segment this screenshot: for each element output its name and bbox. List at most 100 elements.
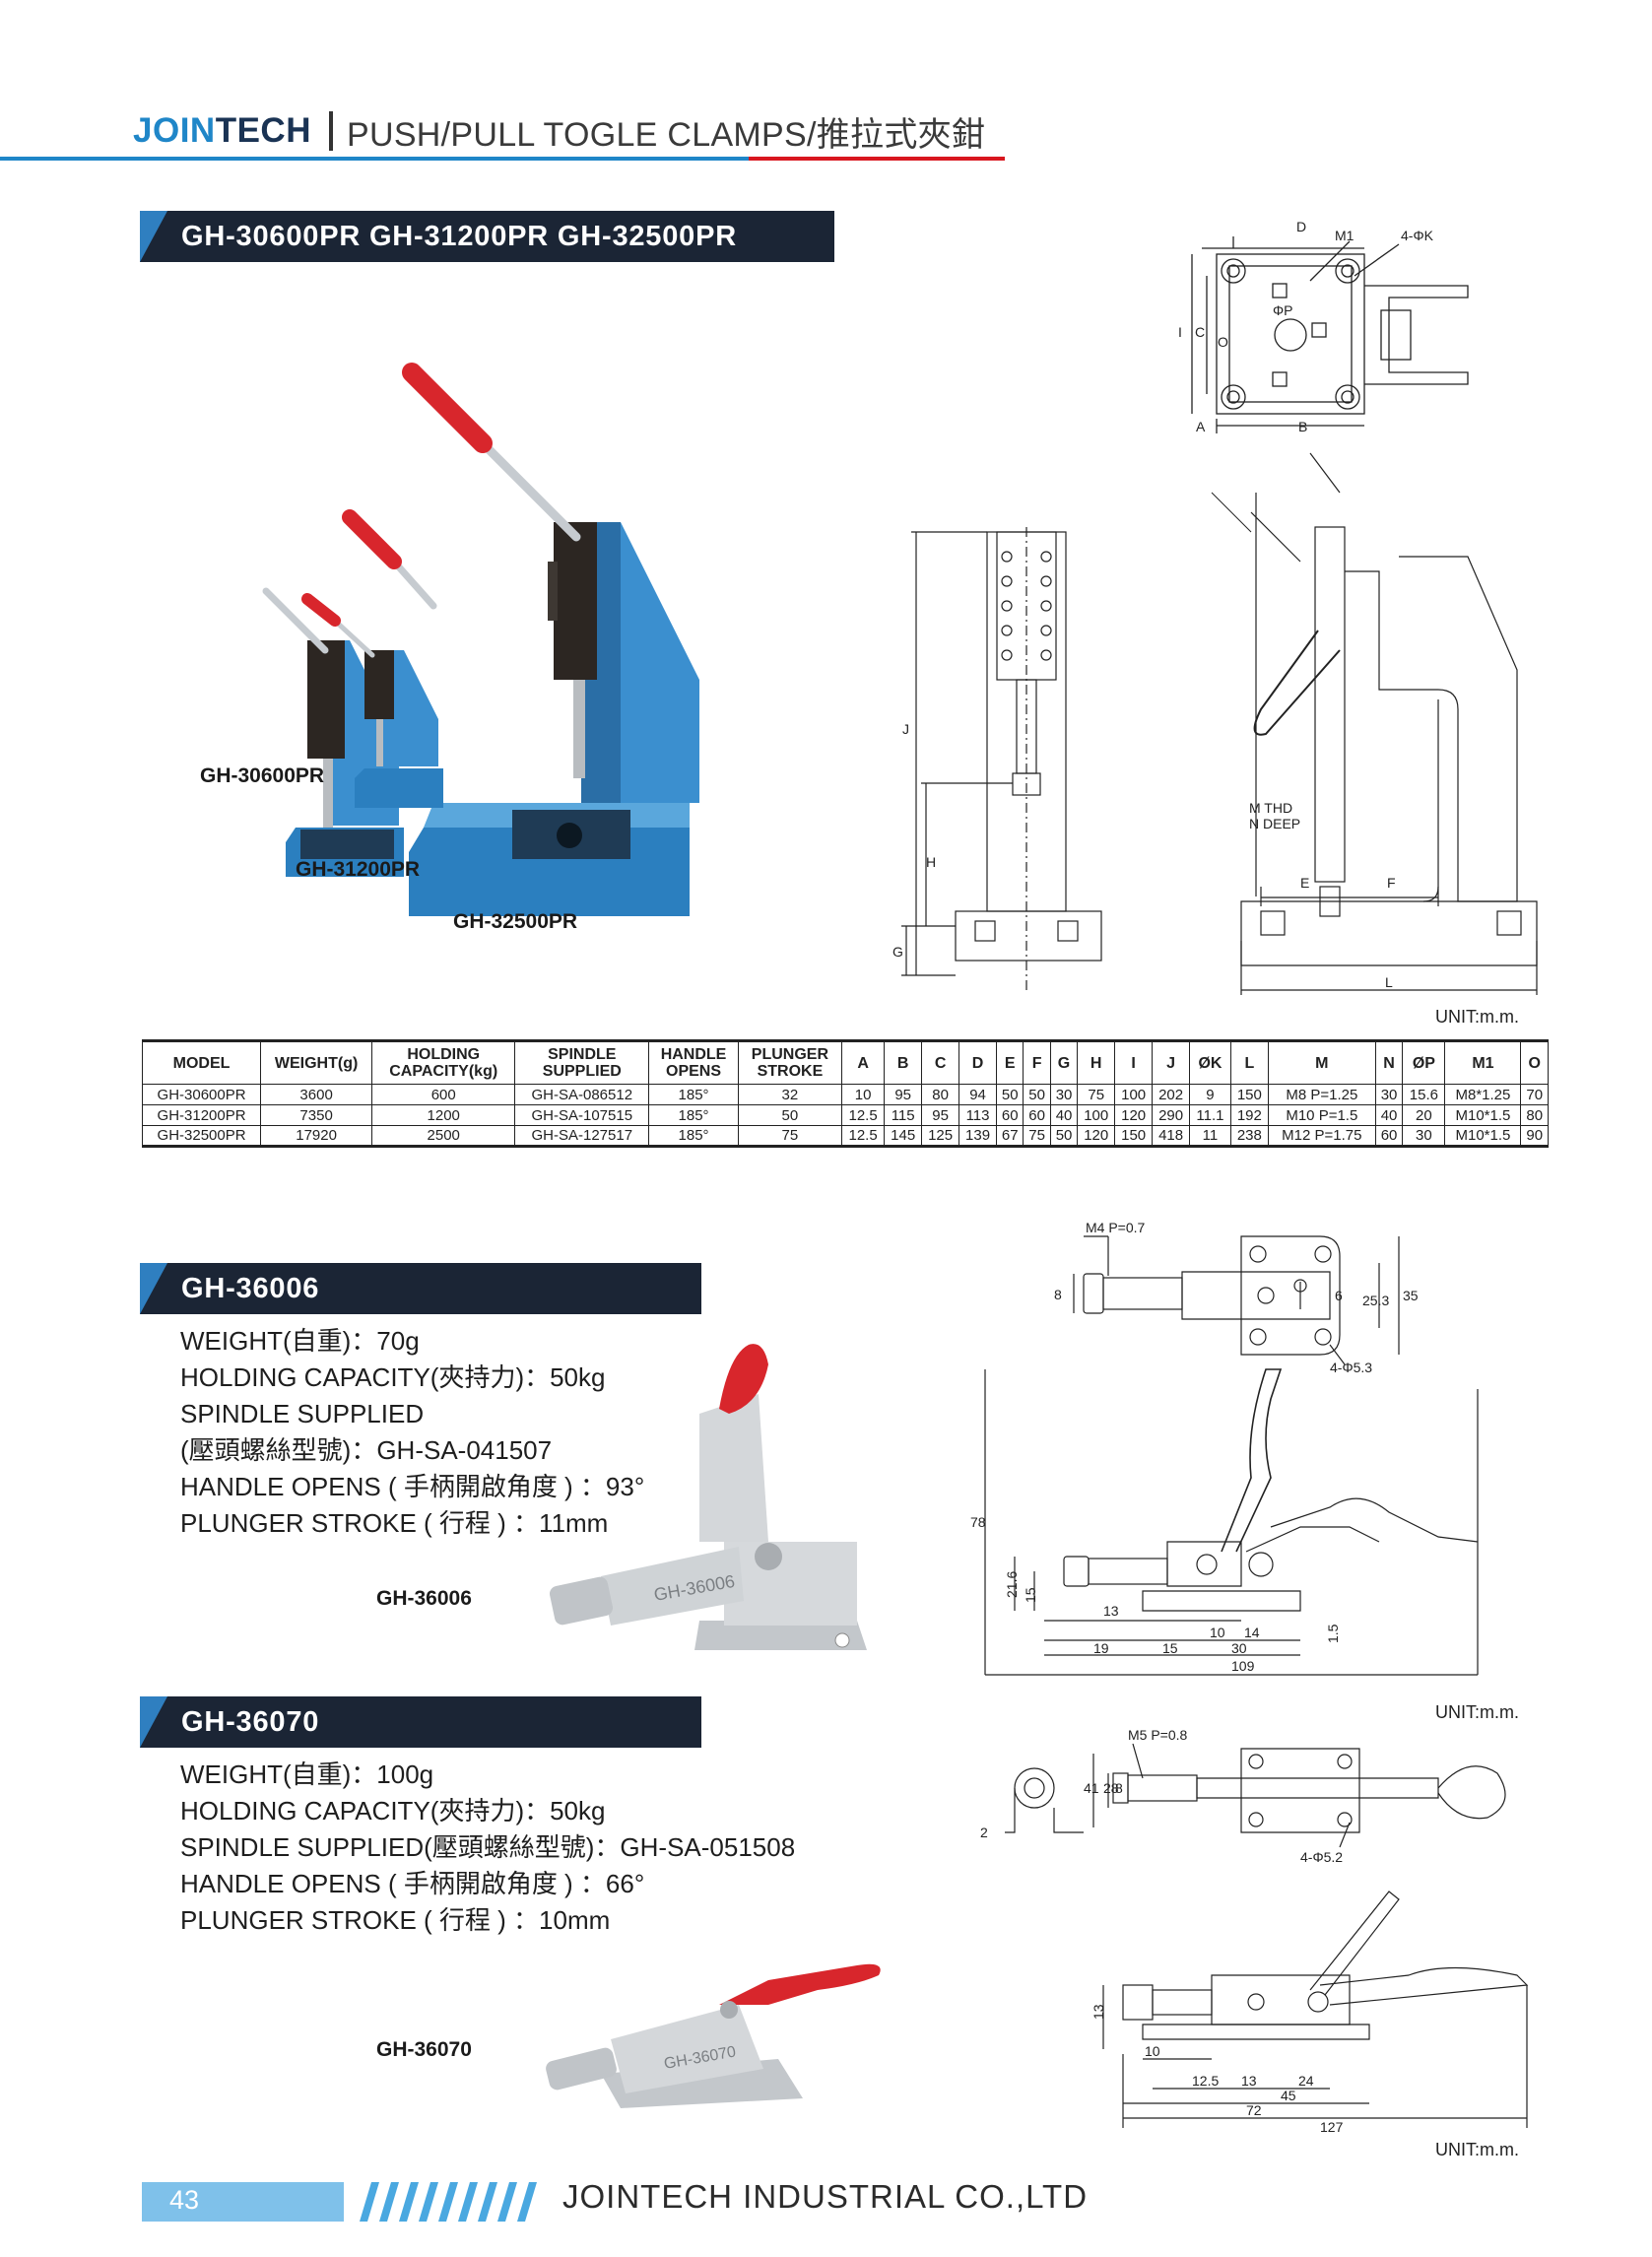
section-title-bar-3: GH-36070 [140,1696,701,1748]
table-cell: 100 [1114,1084,1154,1105]
table-header-cell: C [921,1040,960,1085]
dim-label-o: O [1218,334,1228,350]
table-header-cell: WEIGHT(g) [260,1040,373,1085]
dim-36006-35: 35 [1403,1288,1419,1303]
dim-36070-28: 28 [1103,1780,1119,1796]
unit-label-section3: UNIT:m.m. [1435,2140,1519,2159]
title-bar-accent [140,1696,167,1748]
dim-36070-2: 2 [980,1825,988,1840]
table-cell: 75 [1023,1125,1051,1148]
press-clamps-photo [227,363,699,916]
table-cell: 185° [648,1125,739,1148]
dim-36006-15a: 15 [1023,1587,1038,1603]
dim-label-m1: M1 [1335,228,1355,243]
dim-36006-25-3: 25.3 [1362,1293,1389,1308]
table-header-cell: I [1114,1040,1154,1085]
drawing-press-top-view: D M1 4-ΦK ΦP I C O A B [1178,219,1469,434]
table-cell: 185° [648,1084,739,1105]
table-cell: 192 [1229,1104,1269,1126]
table-cell: 50 [1023,1084,1051,1105]
table-cell: 3600 [260,1084,373,1105]
table-header-cell: PLUNGER STROKE [737,1040,842,1085]
table-cell: 90 [1520,1125,1549,1148]
table-header-cell: H [1077,1040,1116,1085]
drawing-press-side-view: J H G [892,527,1102,990]
dim-label-a: A [1196,419,1206,434]
table-header-cell: M [1267,1040,1376,1085]
dim-36006-holes: 4-Φ5.3 [1330,1360,1372,1375]
dim-label-k: 4-ΦK [1401,228,1434,243]
table-cell: 80 [921,1084,960,1105]
dim-36006-109: 109 [1231,1658,1255,1674]
spec-handle-opens: HANDLE OPENS ( 手柄開啟角度 ) ：93° [180,1472,645,1501]
table-cell: 95 [884,1084,923,1105]
spec-handle-opens: HANDLE OPENS ( 手柄開啟角度 ) ：66° [180,1869,645,1898]
drawing-36006-side: 78 21.6 15 13 1.5 10 14 19 15 30 109 [970,1368,1479,1676]
table-cell: M10 P=1.5 [1267,1104,1376,1126]
table-cell: GH-SA-127517 [514,1125,650,1148]
dim-36006-19: 19 [1093,1640,1109,1656]
dim-label-d: D [1296,219,1306,234]
dim-36006-13: 13 [1103,1603,1119,1619]
spec-plunger-stroke: PLUNGER STROKE ( 行程 ) ：10mm [180,1905,611,1935]
dim-36070-m5: M5 P=0.8 [1128,1727,1188,1743]
table-header-cell: ØK [1189,1040,1231,1085]
table-cell: 150 [1229,1084,1269,1105]
table-header-cell: B [884,1040,923,1085]
table-cell: GH-SA-086512 [514,1084,650,1105]
table-header-cell: MODEL [141,1040,262,1085]
dim-36070-127: 127 [1320,2119,1344,2135]
table-header-cell: F [1023,1040,1051,1085]
table-cell: 75 [1077,1084,1116,1105]
dim-label-e: E [1300,875,1309,891]
table-header-cell: SPINDLE SUPPLIED [514,1040,650,1085]
section-title: GH-36070 [181,1705,320,1738]
table-cell: 115 [884,1104,923,1126]
table-cell: 40 [1049,1104,1079,1126]
table-cell: 113 [958,1104,998,1126]
product-label-31200: GH-31200PR [296,858,421,881]
dim-36070-13a: 13 [1090,2004,1106,2020]
table-cell: M10*1.5 [1444,1125,1522,1148]
dim-36006-8: 8 [1054,1287,1062,1302]
dim-36070-10: 10 [1145,2043,1160,2059]
dim-label-mthd: M THD [1249,800,1292,816]
table-header-cell: L [1229,1040,1269,1085]
spec-holding-capacity: HOLDING CAPACITY(夾持力)：50kg [180,1362,606,1392]
product-label-30600: GH-30600PR [200,764,325,787]
table-cell: 30 [1374,1084,1404,1105]
dim-label-h: H [926,854,936,870]
section-title-bar-1: GH-30600PR GH-31200PR GH-32500PR [140,211,834,262]
dim-label-b: B [1298,419,1307,434]
table-cell: 50 [737,1104,842,1126]
table-cell: 50 [1049,1125,1079,1148]
table-header-cell: N [1374,1040,1404,1085]
brand-logo: JOINTECH [133,111,311,151]
dim-label-g: G [892,944,903,960]
clamp-36006-photo: GH-36006 [549,1344,867,1650]
table-cell: 12.5 [840,1104,886,1126]
table-cell: 290 [1152,1104,1191,1126]
table-cell: 11 [1189,1125,1231,1148]
dim-36006-10: 10 [1210,1625,1225,1640]
dim-36070-45: 45 [1281,2088,1296,2103]
press-small-image [301,593,443,808]
dim-label-i: I [1178,324,1182,340]
dim-label-f: F [1387,875,1396,891]
table-cell: 12.5 [840,1125,886,1148]
dim-36006-78: 78 [970,1514,986,1530]
press-large-image [402,363,699,916]
dim-36006-m4: M4 P=0.7 [1086,1220,1146,1235]
table-header-cell: HANDLE OPENS [648,1040,739,1085]
spec-list-36006: WEIGHT(自重)：70g HOLDING CAPACITY(夾持力)：50k… [180,1323,644,1542]
table-cell: 40 [1374,1104,1404,1126]
table-cell: 30 [1049,1084,1079,1105]
drawing-press-front-view: M THD N DEEP E F L [1211,452,1538,995]
dim-36070-13b: 13 [1241,2073,1257,2089]
spec-weight: WEIGHT(自重)：70g [180,1326,420,1356]
spec-plunger-stroke: PLUNGER STROKE ( 行程 ) ：11mm [180,1508,609,1538]
product-label-32500: GH-32500PR [453,910,578,933]
dim-36070-41: 41 [1084,1780,1099,1796]
table-cell: 15.6 [1402,1084,1446,1105]
